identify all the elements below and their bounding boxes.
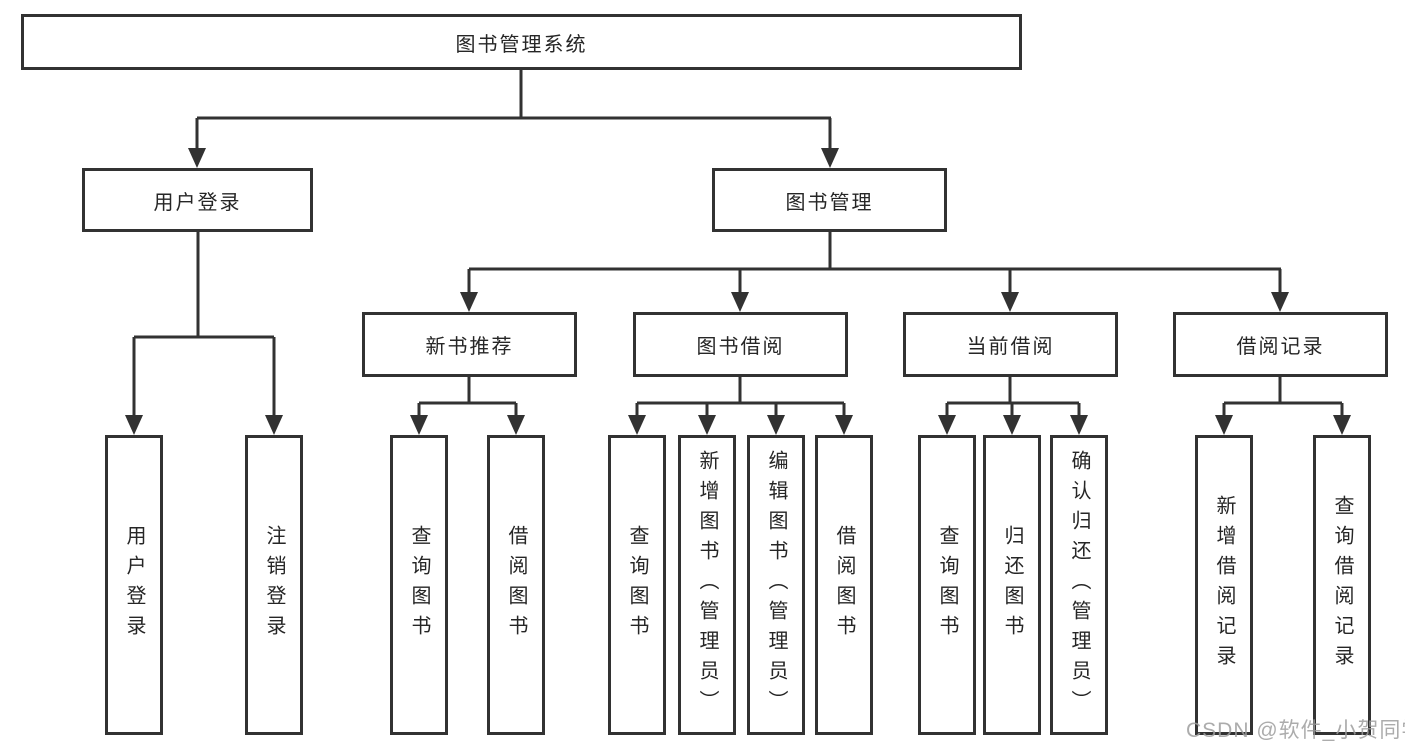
connector-new-book-recommend-to-leaves: [417, 377, 518, 417]
node-label: 借阅图书: [833, 525, 855, 645]
connector-user-login-to-leaves: [132, 232, 276, 417]
leaf-borrow-books: 借阅图书: [815, 435, 873, 735]
arrowhead-icon: [410, 415, 428, 435]
node-label: 注销登录: [263, 525, 285, 645]
leaf-confirm-return-admin: 确认归还（管理员）: [1050, 435, 1108, 735]
leaf-add-books-admin: 新增图书（管理员）: [678, 435, 736, 735]
leaf-query-borrow-record: 查询借阅记录: [1313, 435, 1371, 735]
arrowhead-icon: [835, 415, 853, 435]
node-borrow-records: 借阅记录: [1173, 312, 1388, 377]
arrowhead-icon: [938, 415, 956, 435]
node-label: 图书借阅: [696, 336, 785, 358]
leaf-logout: 注销登录: [245, 435, 303, 735]
node-label: 查询图书: [936, 525, 958, 645]
node-label: 确认归还（管理员）: [1068, 450, 1090, 720]
node-book-borrow: 图书借阅: [633, 312, 848, 377]
leaf-query-books-recommend: 查询图书: [390, 435, 448, 735]
node-label: 新增图书（管理员）: [696, 450, 718, 720]
node-label: 图书管理系统: [455, 33, 588, 56]
arrowhead-icon: [1001, 292, 1019, 312]
node-label: 查询图书: [626, 525, 648, 645]
arrowhead-icon: [1003, 415, 1021, 435]
arrowhead-icon: [1333, 415, 1351, 435]
leaf-query-books-current: 查询图书: [918, 435, 976, 735]
arrowhead-icon: [460, 292, 478, 312]
arrowhead-icon: [821, 148, 839, 168]
leaf-user-login: 用户登录: [105, 435, 163, 735]
node-label: 用户登录: [153, 191, 242, 214]
leaf-edit-books-admin: 编辑图书（管理员）: [747, 435, 805, 735]
node-library-management-system: 图书管理系统: [21, 14, 1022, 70]
node-label: 借阅记录: [1236, 336, 1325, 358]
arrowhead-icon: [731, 292, 749, 312]
arrowhead-icon: [1271, 292, 1289, 312]
connector-book-management-to-level3: [467, 232, 1282, 294]
connector-root-to-level2: [195, 70, 832, 150]
arrowhead-icon: [628, 415, 646, 435]
arrowhead-icon: [507, 415, 525, 435]
node-book-management: 图书管理: [712, 168, 947, 232]
node-label: 查询借阅记录: [1331, 495, 1353, 675]
node-user-login: 用户登录: [82, 168, 313, 232]
watermark-text: CSDN @软件_小贺同学: [1186, 719, 1405, 742]
arrowhead-icon: [265, 415, 283, 435]
arrowhead-icon: [125, 415, 143, 435]
node-label: 当前借阅: [966, 336, 1055, 358]
node-label: 新书推荐: [425, 336, 514, 358]
node-label: 图书管理: [785, 191, 874, 214]
arrowhead-icon: [1215, 415, 1233, 435]
arrowhead-icon: [188, 148, 206, 168]
arrowhead-icon: [767, 415, 785, 435]
leaf-borrow-books-recommend: 借阅图书: [487, 435, 545, 735]
arrowhead-icon: [1070, 415, 1088, 435]
leaf-query-books-borrow: 查询图书: [608, 435, 666, 735]
node-new-book-recommend: 新书推荐: [362, 312, 577, 377]
node-current-borrow: 当前借阅: [903, 312, 1118, 377]
node-label: 用户登录: [123, 525, 145, 645]
connector-book-borrow-to-leaves: [635, 377, 846, 417]
node-label: 编辑图书（管理员）: [765, 450, 787, 720]
node-label: 借阅图书: [505, 525, 527, 645]
connector-current-borrow-to-leaves: [945, 377, 1081, 417]
node-label: 归还图书: [1001, 525, 1023, 645]
node-label: 新增借阅记录: [1213, 495, 1235, 675]
connector-borrow-records-to-leaves: [1222, 377, 1344, 417]
leaf-return-books: 归还图书: [983, 435, 1041, 735]
node-label: 查询图书: [408, 525, 430, 645]
arrowhead-icon: [698, 415, 716, 435]
leaf-add-borrow-record: 新增借阅记录: [1195, 435, 1253, 735]
